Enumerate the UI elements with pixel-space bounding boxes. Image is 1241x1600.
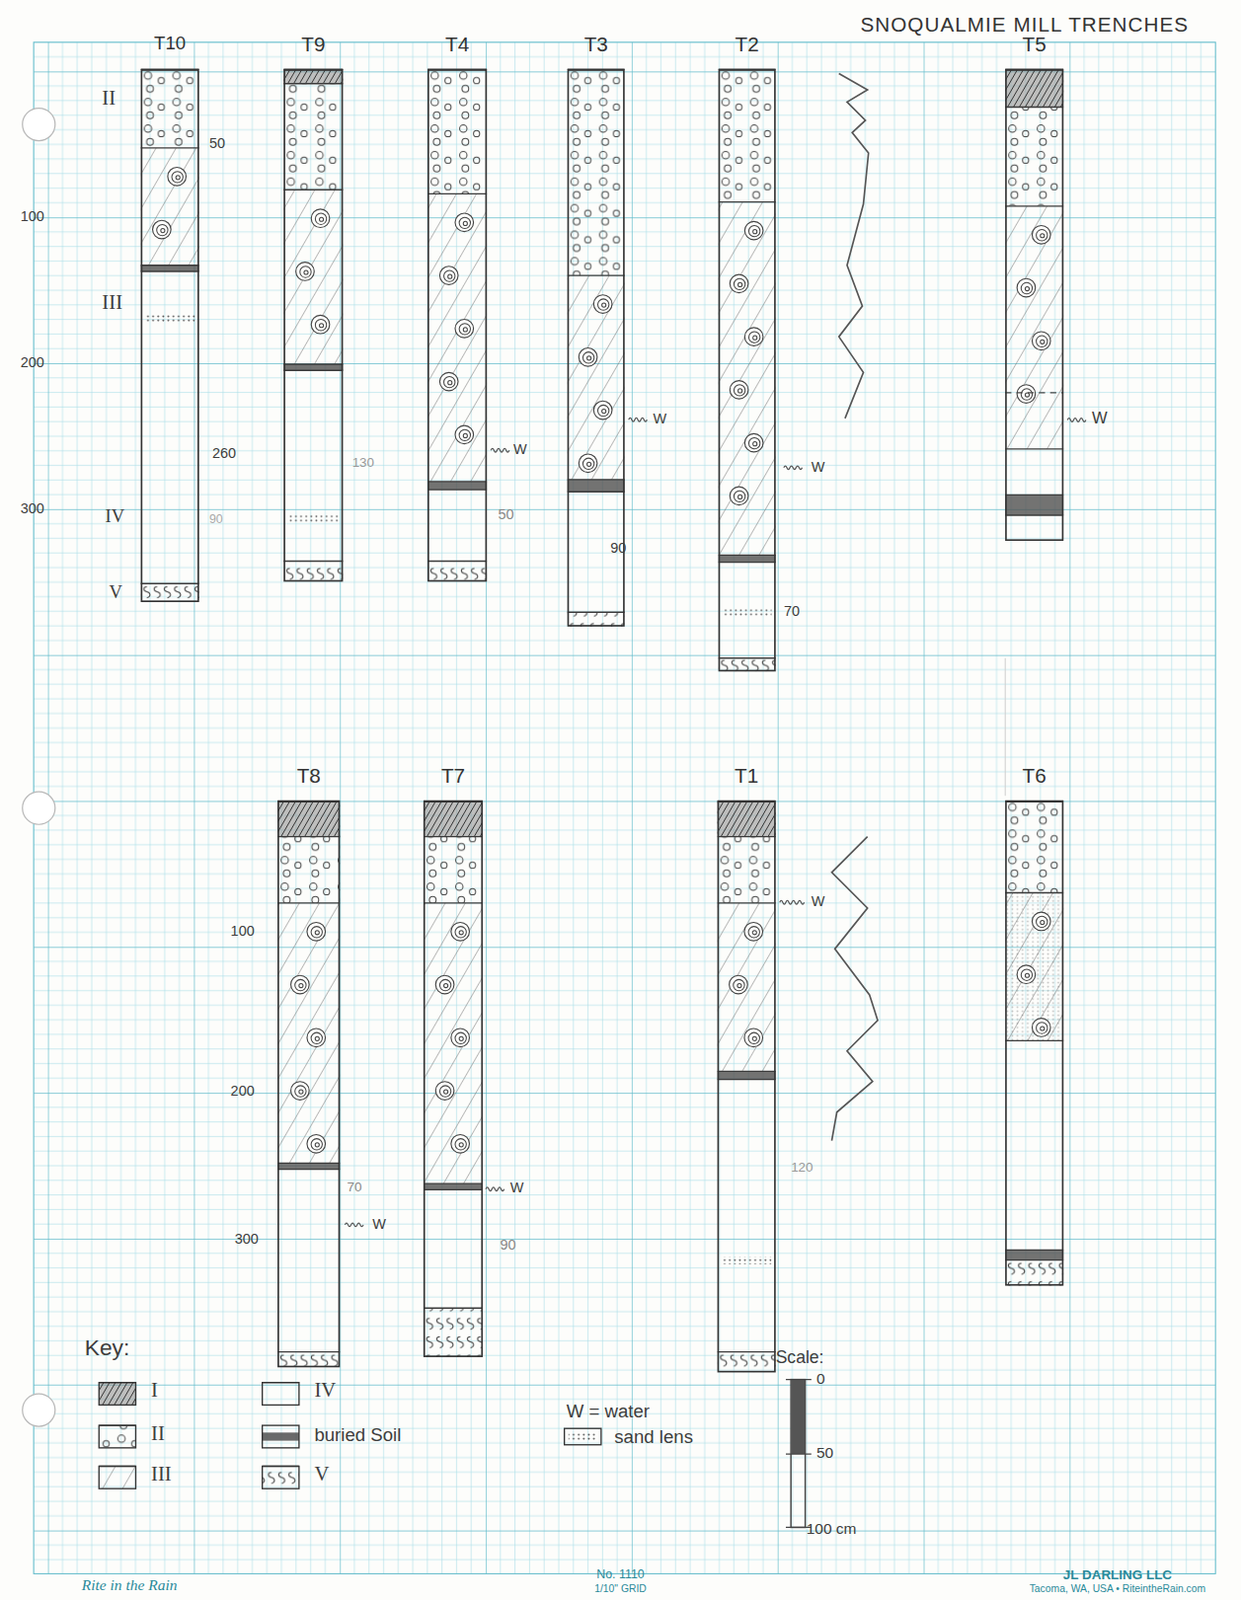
trench-profile bbox=[1005, 69, 1064, 542]
trench-label: T10 bbox=[141, 33, 200, 53]
paper-imprint: No. 1110 bbox=[596, 1568, 645, 1581]
depth-note: 100 cm bbox=[806, 1520, 857, 1537]
depth-note: 90 bbox=[610, 541, 626, 555]
trench-profile bbox=[423, 800, 483, 1357]
depth-note: 70 bbox=[346, 1180, 362, 1194]
legend-swatch bbox=[564, 1428, 602, 1446]
water-mark: W bbox=[811, 459, 826, 473]
legend-swatch bbox=[98, 1383, 136, 1406]
depth-note: 90 bbox=[209, 513, 224, 526]
paper-imprint: Tacoma, WA, USA • RiteintheRain.com bbox=[1029, 1583, 1206, 1594]
water-wave bbox=[344, 1223, 364, 1228]
depth-note: 90 bbox=[500, 1238, 517, 1252]
water-wave bbox=[628, 417, 648, 422]
trench-profile bbox=[277, 800, 340, 1368]
depth-note: 130 bbox=[352, 456, 375, 469]
unit-numeral: III bbox=[101, 292, 123, 313]
legend-text: I bbox=[151, 1380, 158, 1401]
water-mark: W bbox=[513, 442, 528, 457]
trench-profile bbox=[141, 69, 200, 603]
depth-note: 300 bbox=[234, 1232, 259, 1246]
depth-note: 50 bbox=[209, 135, 226, 150]
water-wave bbox=[490, 448, 510, 453]
trench-column: T8 bbox=[277, 765, 340, 1368]
depth-note: 50 bbox=[497, 507, 514, 522]
legend-text: V bbox=[313, 1463, 329, 1484]
water-mark: W bbox=[510, 1180, 525, 1195]
trench-label: T7 bbox=[423, 765, 483, 786]
water-mark: W bbox=[1091, 410, 1108, 428]
trench-profile bbox=[718, 69, 776, 672]
depth-note: 200 bbox=[231, 1084, 255, 1098]
depth-note: 70 bbox=[783, 604, 800, 619]
paper-imprint: Rite in the Rain bbox=[81, 1577, 178, 1594]
trench-label: T2 bbox=[718, 33, 776, 55]
depth-note: Key: bbox=[84, 1336, 131, 1360]
trench-profile bbox=[1005, 800, 1064, 1286]
trench-column: T2 bbox=[718, 33, 776, 672]
title: SNOQUALMIE MILL TRENCHES bbox=[859, 13, 1189, 35]
depth-note: 100 bbox=[231, 924, 255, 938]
legend-text: III bbox=[151, 1463, 172, 1484]
legend-swatch bbox=[98, 1466, 136, 1489]
trench-profile bbox=[717, 800, 776, 1373]
trench-column: T7 bbox=[423, 765, 483, 1358]
legend-text: IV bbox=[313, 1380, 336, 1401]
legend-swatch bbox=[262, 1425, 300, 1449]
unit-numeral: IV bbox=[104, 507, 125, 527]
trench-column: T1 bbox=[717, 765, 776, 1373]
legend-text: W = water bbox=[566, 1401, 650, 1421]
depth-note: 200 bbox=[20, 355, 45, 370]
unit-numeral: V bbox=[109, 582, 123, 602]
trench-label: T3 bbox=[567, 33, 625, 55]
water-mark: W bbox=[372, 1216, 387, 1231]
legend-swatch bbox=[262, 1383, 300, 1406]
trench-label: T6 bbox=[1005, 765, 1064, 786]
depth-note: 260 bbox=[212, 446, 236, 461]
water-wave bbox=[485, 1187, 505, 1192]
trench-column: T5 bbox=[1005, 33, 1064, 542]
trench-profile bbox=[283, 69, 343, 582]
water-mark: W bbox=[653, 411, 668, 426]
water-wave bbox=[1067, 418, 1086, 423]
trench-column: T6 bbox=[1005, 765, 1064, 1286]
depth-note: 300 bbox=[20, 501, 45, 516]
depth-note: 120 bbox=[790, 1160, 813, 1173]
depth-note: Scale: bbox=[775, 1349, 825, 1368]
trench-label: T4 bbox=[427, 33, 487, 55]
trench-profile bbox=[427, 69, 487, 582]
depth-note: 100 bbox=[20, 209, 45, 224]
trench-label: T5 bbox=[1005, 33, 1064, 55]
trench-label: T8 bbox=[277, 765, 340, 786]
trench-column: T4 bbox=[427, 33, 487, 582]
depth-note: 50 bbox=[816, 1445, 834, 1462]
trench-column: T3 bbox=[567, 33, 625, 627]
depth-note: 0 bbox=[816, 1370, 826, 1387]
legend-swatch bbox=[98, 1425, 136, 1449]
water-wave bbox=[779, 900, 805, 905]
legend-text: buried Soil bbox=[313, 1425, 401, 1445]
trench-column: T9 bbox=[283, 33, 343, 582]
trench-label: T9 bbox=[283, 33, 343, 55]
legend-text: II bbox=[151, 1422, 165, 1444]
water-wave bbox=[783, 465, 803, 470]
trench-label: T1 bbox=[717, 765, 776, 786]
trench-column: T10 bbox=[141, 33, 200, 603]
unit-numeral: II bbox=[101, 87, 116, 109]
legend-swatch bbox=[262, 1466, 300, 1489]
paper-imprint: JL DARLING LLC bbox=[1063, 1568, 1172, 1582]
paper-imprint: 1/10" GRID bbox=[594, 1583, 647, 1594]
water-mark: W bbox=[811, 894, 826, 909]
legend-text: sand lens bbox=[614, 1427, 694, 1447]
